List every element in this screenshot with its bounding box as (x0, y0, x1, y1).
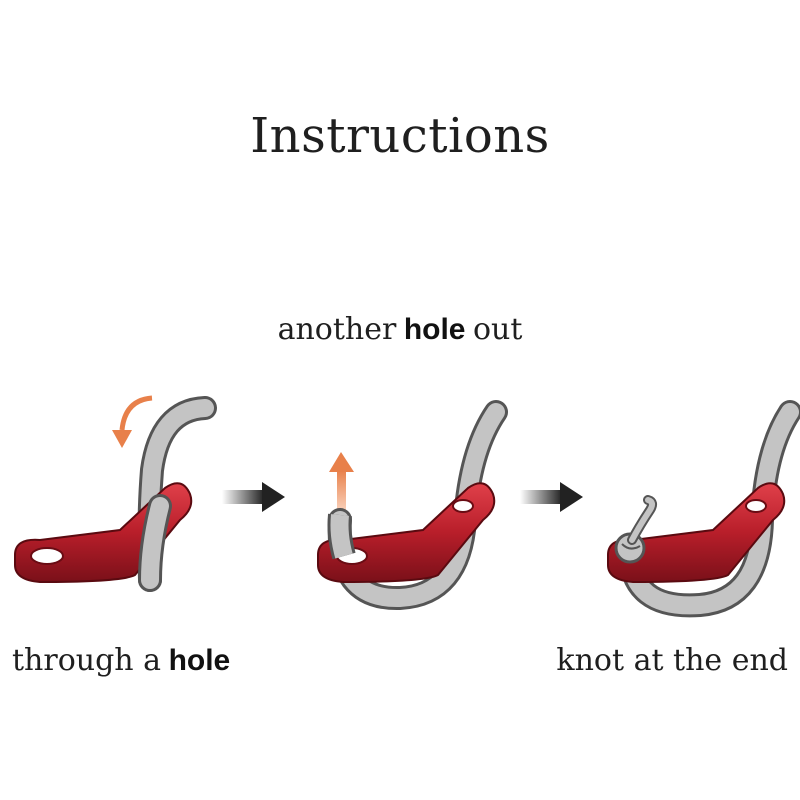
caption-knot-at-the-end: knot at the end (556, 643, 788, 678)
page-title: Instructions (250, 108, 550, 164)
caption-top-pre: another (277, 312, 397, 347)
caption-another-hole-out: another hole out (0, 312, 800, 347)
caption-through-a-hole: through a hole (12, 643, 230, 678)
caption-top-bold: hole (403, 313, 466, 346)
tent-ring-rope-back-out-icon (317, 400, 508, 611)
next-step-arrow-icon (222, 482, 285, 512)
tent-ring-rope-through-hole-icon (14, 395, 217, 592)
caption-left-bold: hole (168, 644, 231, 677)
tent-ring-rope-knotted-icon (607, 400, 800, 618)
next-step-arrow-icon (520, 482, 583, 512)
caption-top-post: out (472, 312, 523, 347)
instruction-diagram (14, 395, 800, 618)
caption-left-pre: through a (12, 643, 162, 678)
